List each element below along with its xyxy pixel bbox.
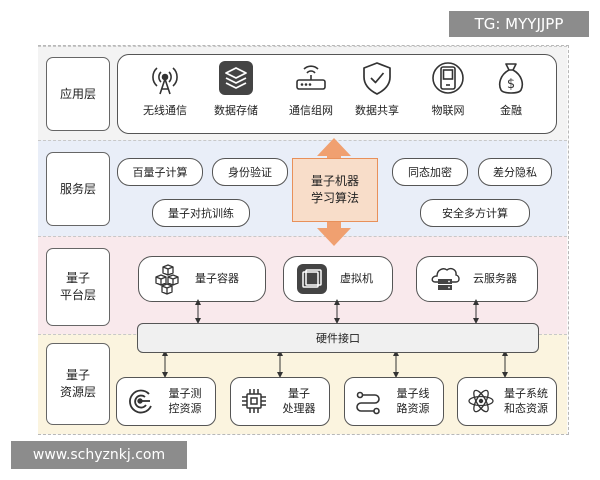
measure-control-icon <box>129 389 152 414</box>
service-item-quantum-computing: 百量子计算 <box>117 158 203 186</box>
platform-item-cloud-server: 云服务器 <box>416 256 538 302</box>
layers-stack-icon <box>219 61 253 95</box>
layer-label-resource: 量子 资源层 <box>46 343 110 425</box>
app-item-label: 数据存储 <box>214 104 258 117</box>
shield-check-icon <box>363 62 391 95</box>
platform-item-container: 量子容器 <box>138 256 266 302</box>
service-item-homomorphic-encryption: 同态加密 <box>392 158 468 186</box>
hardware-interface-bar: 硬件接口 <box>137 323 539 353</box>
app-item-label: 通信组网 <box>289 104 333 117</box>
platform-item-label: 量子容器 <box>195 272 239 285</box>
resource-item-quantum-system: 量子系统 和态资源 <box>457 377 557 426</box>
app-item-sharing: 数据共享 <box>342 60 412 118</box>
application-panel <box>117 54 557 134</box>
app-item-finance: $ 金融 <box>476 60 546 118</box>
watermark-bottom-left: www.schyznkj.com <box>11 441 187 469</box>
money-bag-icon: $ <box>498 63 524 94</box>
container-cubes-icon <box>155 264 179 295</box>
service-item-secure-mpc: 安全多方计算 <box>420 199 530 227</box>
resource-item-measure-control: 量子测 控资源 <box>116 377 216 426</box>
svg-text:$: $ <box>507 77 515 92</box>
iot-device-icon <box>432 62 464 94</box>
layer-label-platform: 量子 平台层 <box>46 248 110 326</box>
processor-chip-icon <box>242 389 266 413</box>
app-item-networking: 通信组网 <box>276 60 346 118</box>
platform-item-label: 虚拟机 <box>340 272 373 285</box>
atom-icon <box>468 389 494 413</box>
resource-item-label: 量子线 路资源 <box>396 387 430 415</box>
watermark-top-right: TG: MYYJJPP <box>449 11 589 37</box>
quantum-ml-algorithm-box: 量子机器 学习算法 <box>292 158 378 222</box>
layer-label-application: 应用层 <box>46 57 110 131</box>
resource-item-processor: 量子 处理器 <box>230 377 330 426</box>
app-item-label: 物联网 <box>431 104 465 117</box>
app-item-label: 数据共享 <box>355 104 399 117</box>
app-item-storage: 数据存储 <box>201 60 271 118</box>
service-item-adversarial-training: 量子对抗训练 <box>152 199 250 227</box>
router-icon <box>296 65 326 90</box>
resource-item-label: 量子测 控资源 <box>168 387 202 415</box>
cloud-server-icon <box>431 267 460 290</box>
circuit-line-icon <box>356 391 380 415</box>
resource-item-label: 量子 处理器 <box>282 387 316 415</box>
app-item-label: 无线通信 <box>143 104 187 117</box>
app-item-wireless: 无线通信 <box>130 60 200 118</box>
service-item-differential-privacy: 差分隐私 <box>478 158 552 186</box>
service-item-authentication: 身份验证 <box>212 158 288 186</box>
layer-label-service: 服务层 <box>46 152 110 226</box>
app-item-iot: 物联网 <box>413 60 483 118</box>
platform-item-label: 云服务器 <box>473 272 517 285</box>
antenna-icon <box>152 67 178 95</box>
virtual-machine-icon <box>297 264 327 294</box>
app-item-label: 金融 <box>500 104 522 117</box>
resource-item-label: 量子系统 和态资源 <box>504 387 548 415</box>
resource-item-circuit: 量子线 路资源 <box>344 377 444 426</box>
